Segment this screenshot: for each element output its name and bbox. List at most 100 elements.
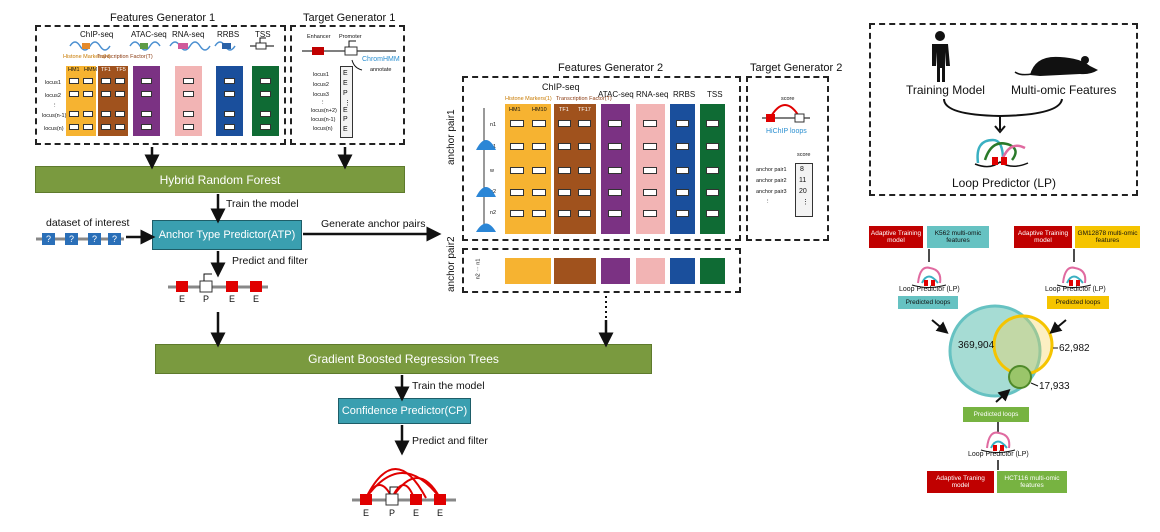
fg1-locus-n-1: locus(n-1)	[42, 113, 67, 119]
tg2-hichip-label: HiChIP loops	[766, 128, 807, 135]
tg2-anchor-pair-2: anchor pair2	[756, 178, 787, 184]
tg2-score-dots: ⋮	[802, 199, 809, 206]
fg2-row-n2: n2	[490, 210, 497, 216]
venn-hct116-count: 17,933	[1039, 381, 1070, 392]
pair2-tss-cell	[700, 258, 725, 284]
hct116-features-box: HCT116 multi-omic features	[997, 471, 1067, 493]
tg1-promoter-label: Promoter	[339, 34, 362, 40]
tg1-locus-n2: locus(n+2)	[311, 108, 337, 114]
fg1-locus-2: locus2	[45, 93, 61, 99]
fg2-chip-col-hm1: HM1	[509, 107, 521, 113]
predict-filter-1-label: Predict and filter	[232, 255, 308, 267]
fg1-track-tss: TSS	[255, 30, 271, 39]
fg1-track-atacseq: ATAC-seq	[131, 30, 167, 39]
lp-small-k562: Loop Predictor (LP)	[899, 286, 960, 293]
fg2-track-rnaseq: RNA-seq	[636, 90, 669, 99]
pair2-rnaseq-cell	[636, 258, 665, 284]
fg1-chip-tf-sub: Transcription Factor(T)	[97, 54, 153, 60]
pair2-histone-cell	[505, 258, 551, 284]
tg1-annotation-column	[340, 66, 353, 138]
predicted-loops-hct116: Predicted loops	[963, 407, 1029, 422]
fg1-chip-col-hmm: HMM	[84, 67, 98, 73]
tg2-score-2: 11	[799, 177, 807, 184]
tg1-label-3: P	[343, 90, 348, 97]
tg1-label-dots: ⋮	[344, 100, 351, 107]
dataset-of-interest-label: dataset of interest	[46, 217, 130, 229]
k562-features-box: K562 multi-omic features	[927, 226, 989, 248]
tg1-locus-n1: locus(n-1)	[311, 117, 336, 123]
tg2-anchor-pair-1: anchor pair1	[756, 167, 787, 173]
loop-predictor-label: Loop Predictor (LP)	[952, 176, 1057, 190]
epee1-e3: E	[253, 294, 260, 304]
gm12878-features-box: GM12878 multi-omic features	[1075, 226, 1140, 248]
lp-small-gm12878: Loop Predictor (LP)	[1045, 286, 1106, 293]
adaptive-training-k562: Adaptive Training model	[869, 226, 923, 248]
tg2-score-top: score	[781, 96, 795, 102]
pair2-rrbs-cell	[670, 258, 695, 284]
fg2-track-tss: TSS	[707, 90, 723, 99]
target-generator-1-box	[290, 25, 405, 145]
epee1-p: P	[203, 294, 210, 304]
tg1-label-1: E	[343, 70, 348, 77]
venn-gm12878-count: 62,982	[1059, 343, 1090, 354]
fg2-row-w: w	[490, 168, 494, 174]
fg1-chip-col-hm1: HM1	[68, 67, 80, 73]
tg1-label-5: P	[343, 116, 348, 123]
fg1-locus-dots: ⋮	[52, 103, 58, 109]
epee2-e3: E	[437, 508, 444, 518]
lp-overview-box	[869, 23, 1138, 196]
fg2-chip-col-tf1: TF1	[559, 107, 569, 113]
tg1-locus-3: locus3	[313, 92, 329, 98]
fg2-track-chipseq: ChIP-seq	[542, 82, 580, 92]
fg1-track-rnaseq: RNA-seq	[172, 30, 205, 39]
features-generator-2-box	[462, 76, 741, 241]
features-generator-1-box	[35, 25, 286, 145]
q-mark-3: ?	[92, 234, 98, 244]
predicted-loops-k562: Predicted loops	[898, 296, 958, 309]
fg2-chip-tf-sub: Transcription Factor(T)	[556, 96, 612, 102]
tg2-anchor-pair-dots: ⋮	[765, 199, 771, 205]
tg2-score-column	[795, 163, 813, 217]
epee2-p: P	[389, 508, 396, 518]
anchor-pair-2-box	[462, 248, 741, 293]
q-mark-2: ?	[69, 234, 75, 244]
fg2-track-atacseq: ATAC-seq	[598, 90, 634, 99]
tg2-anchor-pair-3: anchor pair3	[756, 189, 787, 195]
confidence-predictor-box: Confidence Predictor(CP)	[338, 398, 471, 424]
fg2-track-rrbs: RRBS	[673, 90, 696, 99]
tg2-score-1: 8	[800, 166, 804, 173]
target-generator-2-title: Target Generator 2	[750, 62, 843, 74]
fg2-chip-col-tf17: TF17	[578, 107, 591, 113]
epee2-e2: E	[413, 508, 420, 518]
tg1-annotate-label: annotate	[370, 67, 392, 73]
predict-filter-2-label: Predict and filter	[412, 435, 488, 447]
fg2-chip-histone-sub: Histone Markers(1)	[505, 96, 552, 102]
q-mark-4: ?	[112, 234, 118, 244]
fg1-chip-col-tf1: TF1	[101, 67, 111, 73]
q-mark-1: ?	[46, 234, 52, 244]
tg2-score-3: 20	[799, 188, 807, 195]
pair2-tf-cell	[554, 258, 596, 284]
features-generator-1-title: Features Generator 1	[110, 12, 216, 24]
pair2-atac-cell	[601, 258, 630, 284]
fg1-locus-1: locus1	[45, 80, 61, 86]
lp-small-hct116: Loop Predictor (LP)	[968, 451, 1029, 458]
venn-k562-count: 369,904	[958, 340, 995, 351]
features-generator-2-title: Features Generator 2	[558, 62, 664, 74]
epee1-e2: E	[229, 294, 236, 304]
tg1-chromhmm-label: ChromHMM	[362, 56, 400, 63]
train-model-1-label: Train the model	[226, 198, 299, 210]
tg1-enhancer-label: Enhancer	[307, 34, 331, 40]
tg1-locus-dots: ⋮	[320, 100, 326, 106]
epee1-e1: E	[179, 294, 186, 304]
predicted-loops-gm12878: Predicted loops	[1047, 296, 1109, 309]
